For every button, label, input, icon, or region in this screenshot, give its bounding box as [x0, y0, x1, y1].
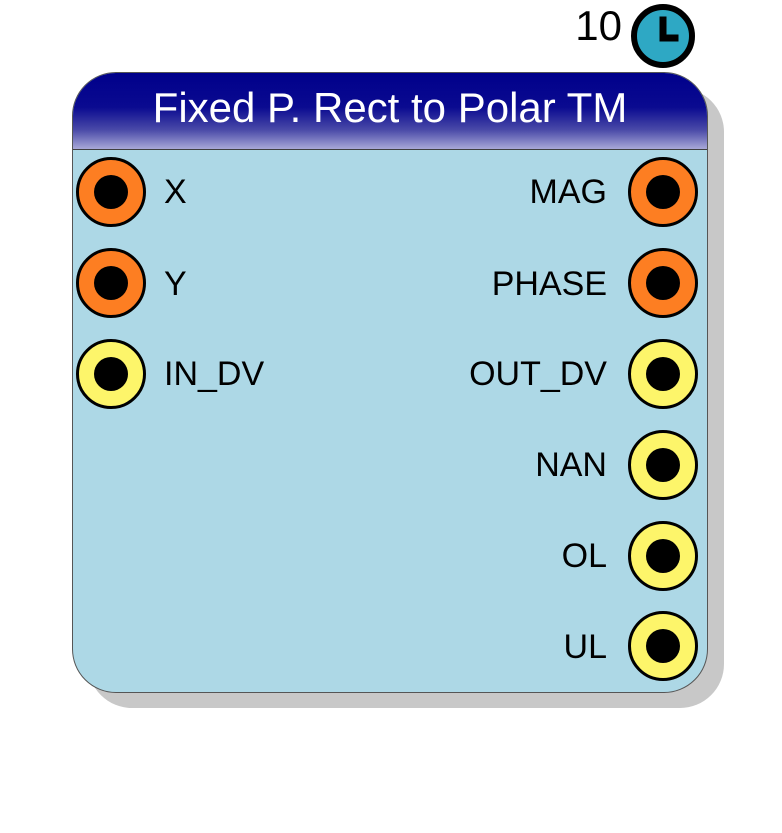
output-label-nan: NAN — [535, 446, 607, 484]
input-label-x: X — [164, 173, 187, 211]
input-label-in-dv: IN_DV — [164, 355, 265, 393]
port-hole — [646, 629, 680, 663]
output-label-ul: UL — [563, 628, 607, 666]
input-port-y[interactable] — [76, 248, 146, 318]
output-label-out-dv: OUT_DV — [469, 355, 607, 393]
output-port-ol[interactable] — [628, 521, 698, 591]
input-port-in-dv[interactable] — [76, 339, 146, 409]
port-hole — [94, 357, 128, 391]
port-hole — [646, 357, 680, 391]
timer-count: 10 — [575, 2, 622, 49]
port-hole — [646, 175, 680, 209]
input-label-y: Y — [164, 265, 187, 303]
output-port-mag[interactable] — [628, 157, 698, 227]
block-header: Fixed P. Rect to Polar TM — [73, 73, 707, 150]
port-hole — [94, 266, 128, 300]
output-port-ul[interactable] — [628, 611, 698, 681]
output-port-out-dv[interactable] — [628, 339, 698, 409]
port-hole — [646, 266, 680, 300]
port-hole — [646, 448, 680, 482]
function-block[interactable]: Fixed P. Rect to Polar TM — [72, 72, 708, 693]
output-label-phase: PHASE — [491, 265, 607, 303]
port-hole — [94, 175, 128, 209]
output-label-ol: OL — [561, 537, 607, 575]
stopwatch-icon — [631, 4, 695, 68]
block-title: Fixed P. Rect to Polar TM — [152, 84, 628, 131]
input-port-x[interactable] — [76, 157, 146, 227]
output-port-nan[interactable] — [628, 430, 698, 500]
port-hole — [646, 539, 680, 573]
output-port-phase[interactable] — [628, 248, 698, 318]
output-label-mag: MAG — [529, 173, 607, 211]
